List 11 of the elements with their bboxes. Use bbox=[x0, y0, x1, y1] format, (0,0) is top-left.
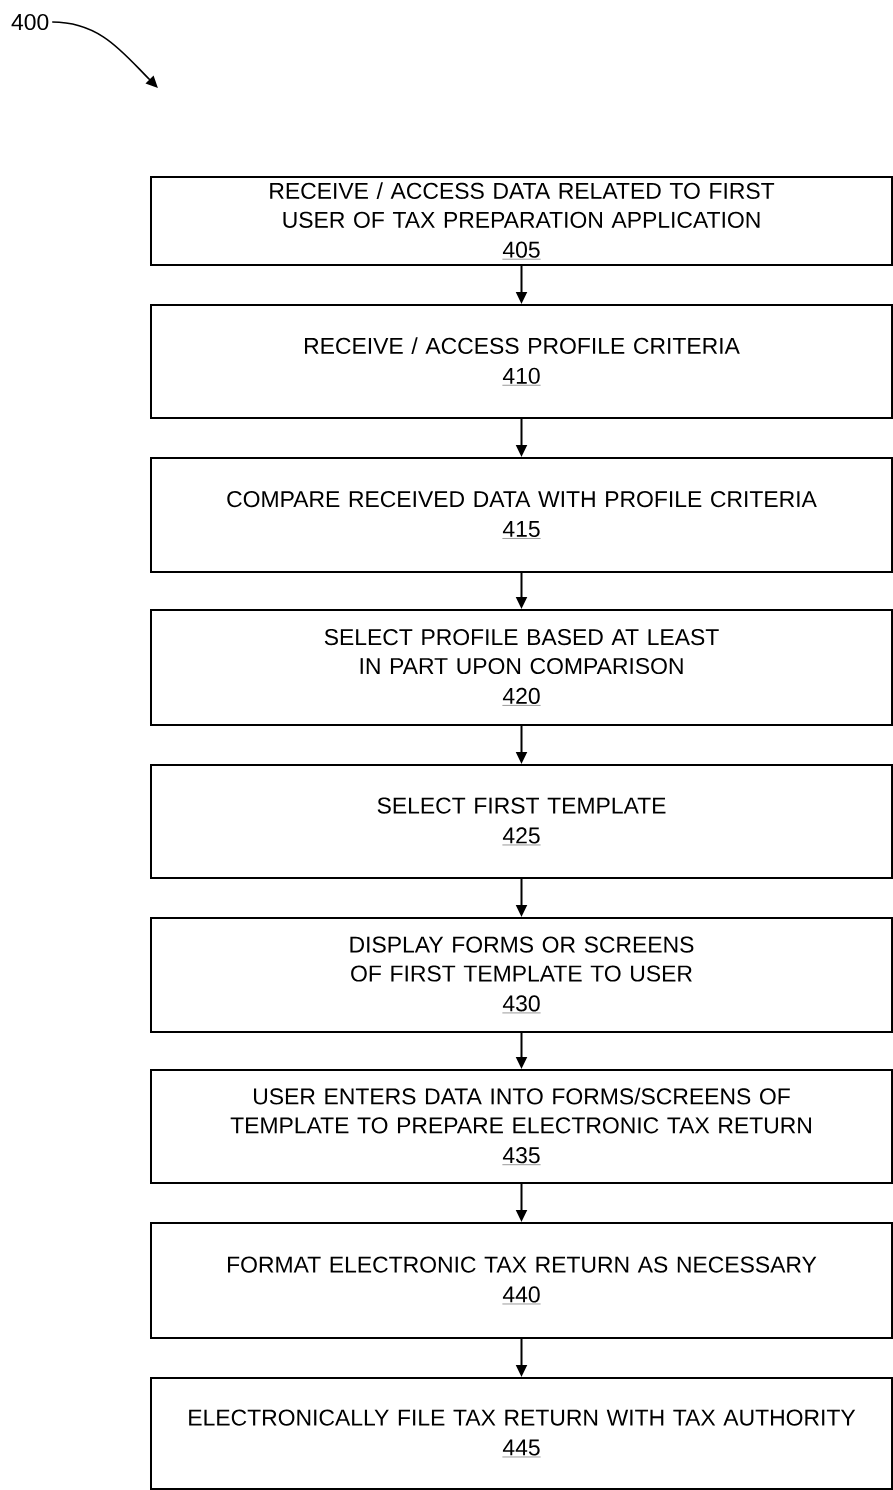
process-box: FORMAT ELECTRONIC TAX RETURN AS NECESSARY 440 bbox=[150, 1222, 893, 1339]
process-box: SELECT PROFILE BASED AT LEAST IN PART UPON COMPARISON 420 bbox=[150, 609, 893, 726]
process-box: RECEIVE / ACCESS PROFILE CRITERIA 410 bbox=[150, 304, 893, 419]
process-box: USER ENTERS DATA INTO FORMS/SCREENS OF TEMPLATE TO PREPARE ELECTRONIC TAX RETURN 435 bbox=[150, 1069, 893, 1184]
process-box: RECEIVE / ACCESS DATA RELATED TO FIRST USER OF TAX PREPARATION APPLICATION 405 bbox=[150, 176, 893, 266]
process-box: COMPARE RECEIVED DATA WITH PROFILE CRITERIA 415 bbox=[150, 457, 893, 573]
process-box: DISPLAY FORMS OR SCREENS OF FIRST TEMPLATE TO USER 430 bbox=[150, 917, 893, 1033]
reference-number: 400 bbox=[11, 13, 49, 31]
process-box: ELECTRONICALLY FILE TAX RETURN WITH TAX AUTHORITY 445 bbox=[150, 1377, 893, 1490]
leader-line bbox=[51, 21, 158, 88]
process-box: SELECT FIRST TEMPLATE 425 bbox=[150, 764, 893, 879]
